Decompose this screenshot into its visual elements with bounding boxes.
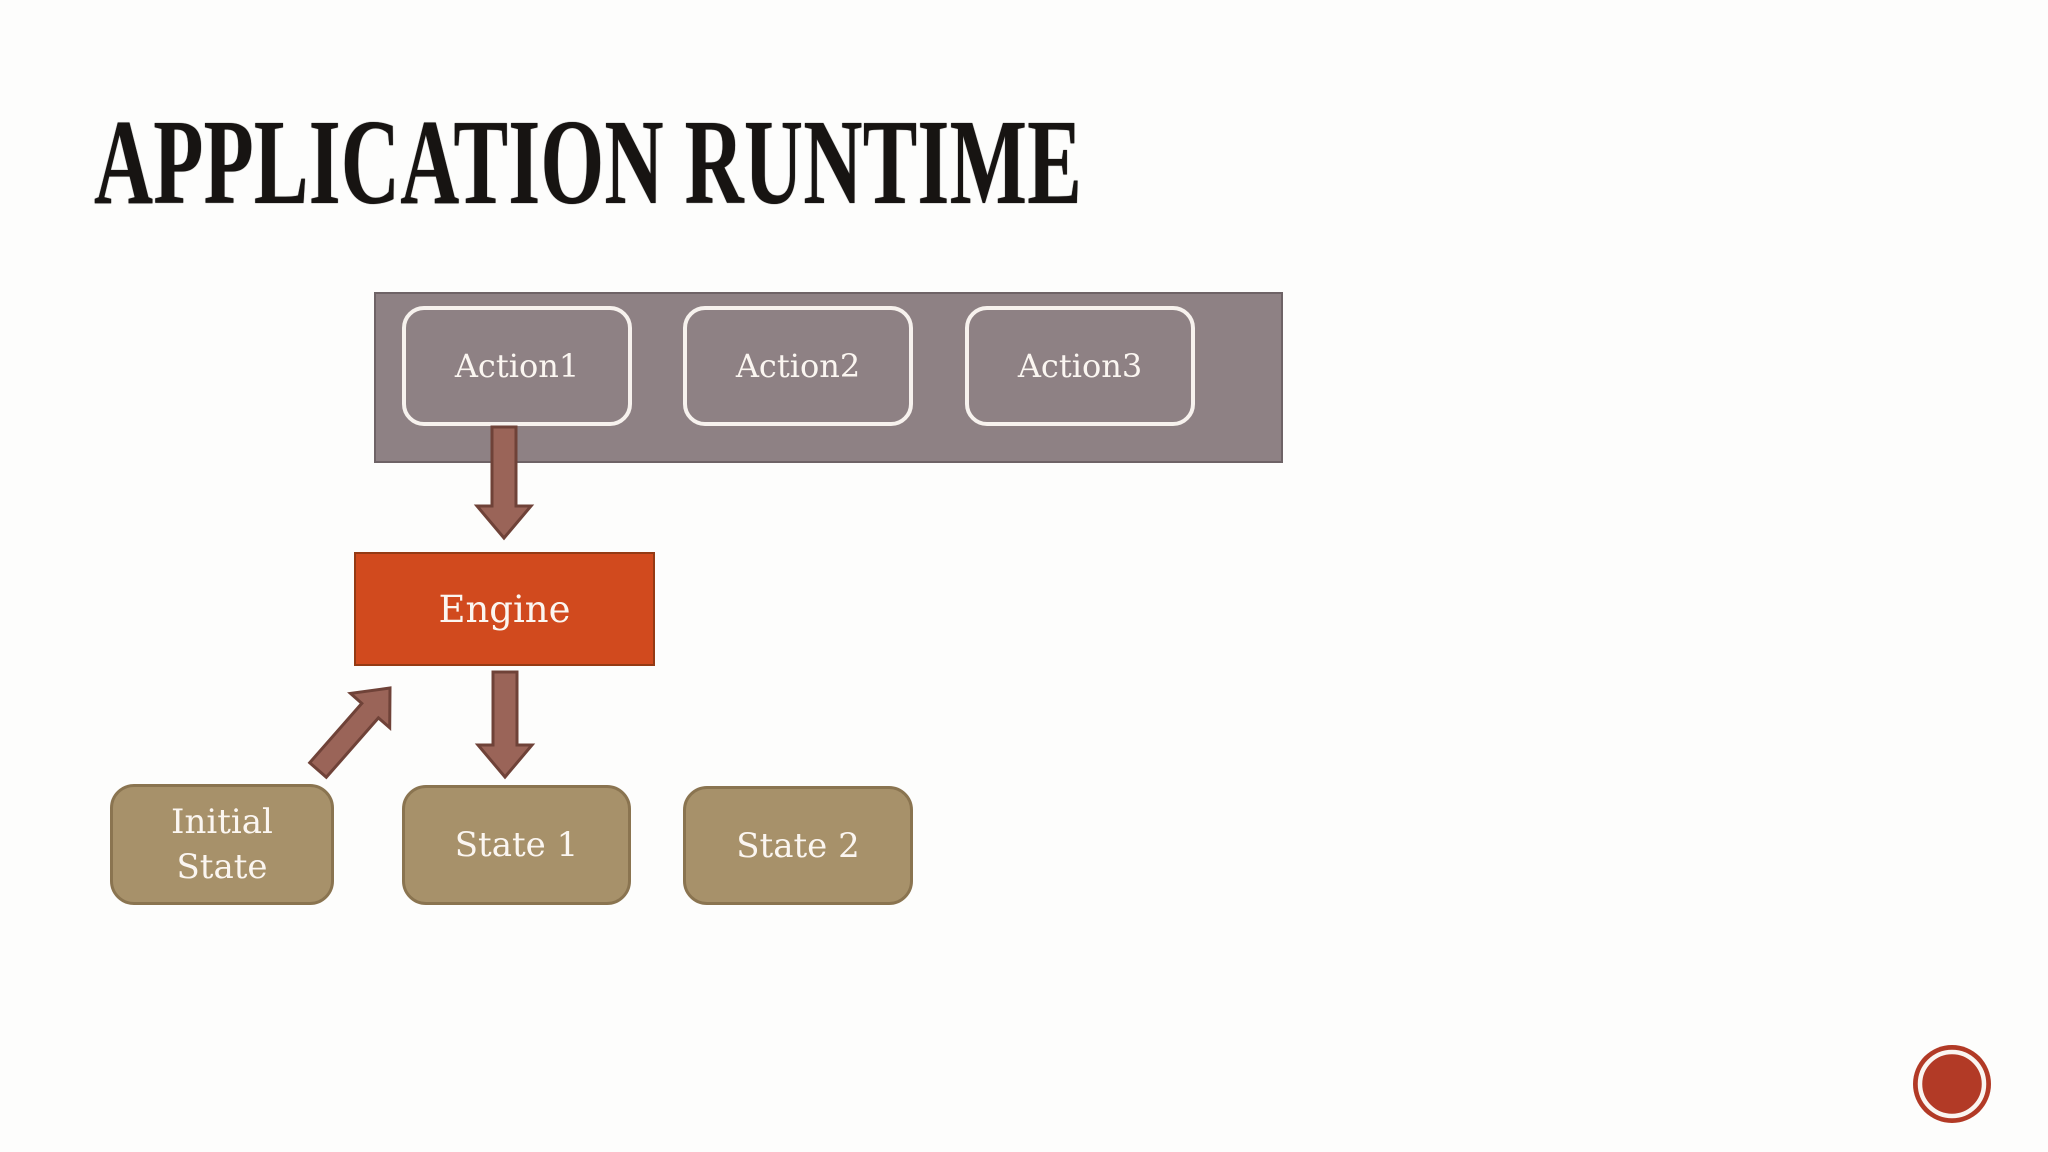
action-box-3: Action3 [965, 306, 1195, 426]
engine-label: Engine [438, 587, 571, 631]
state-initial-label: Initial State [171, 802, 273, 887]
state-1-label: State 1 [454, 825, 579, 865]
action-box-1-label: Action1 [454, 347, 580, 385]
state-2-label: State 2 [736, 825, 860, 866]
action-box-2-label: Action2 [735, 347, 861, 385]
engine-box: Engine [354, 552, 655, 666]
stamp-circle-icon [1913, 1045, 1991, 1123]
state-box-1: State 1 [402, 785, 631, 905]
slide-title: APPLICATION RUNTIME [94, 95, 1083, 230]
action-box-2: Action2 [683, 306, 913, 426]
state-box-2: State 2 [683, 786, 913, 905]
actions-container: Action1 Action2 Action3 [374, 292, 1283, 463]
arrow-initial-state-to-engine [307, 686, 392, 780]
arrow-engine-to-state1 [474, 670, 536, 780]
action-box-1: Action1 [402, 306, 632, 426]
state-box-initial: Initial State [110, 784, 334, 905]
action-box-3-label: Action3 [1017, 347, 1143, 385]
